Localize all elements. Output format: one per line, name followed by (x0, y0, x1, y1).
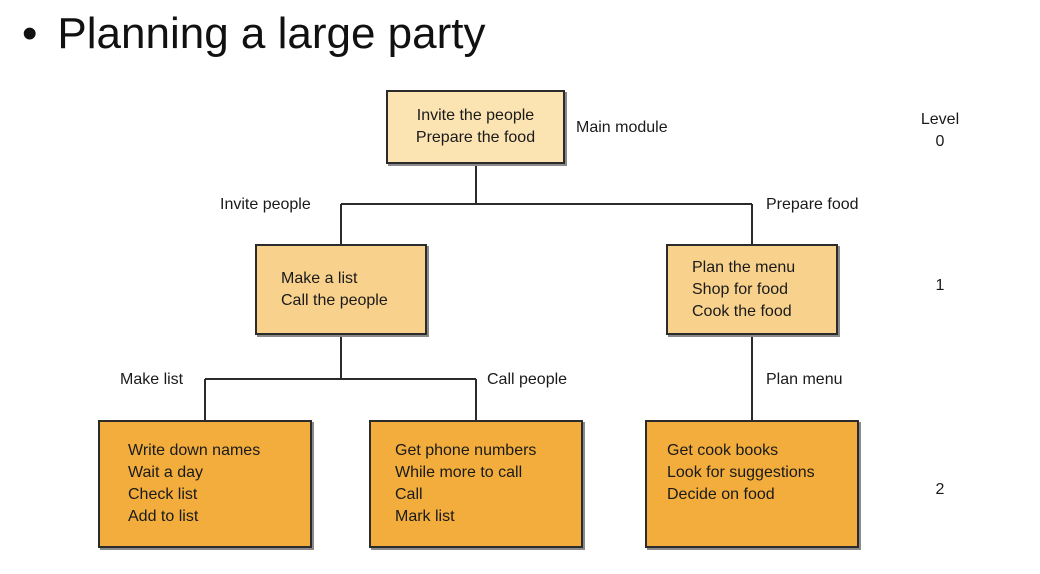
make-list-line: Wait a day (128, 464, 203, 481)
make-list-line: Add to list (128, 508, 199, 525)
make-list-box: Write down names Wait a day Check list A… (98, 420, 312, 548)
menu-line: Look for suggestions (667, 464, 815, 481)
branch-label-prepare-food: Prepare food (766, 196, 859, 213)
food-box-line: Shop for food (692, 280, 789, 298)
level-number: 0 (935, 133, 945, 150)
make-list-line: Write down names (128, 442, 261, 459)
prepare-food-box: Plan the menu Shop for food Cook the foo… (666, 244, 838, 335)
call-line: Get phone numbers (395, 442, 537, 459)
call-line: Mark list (395, 508, 455, 525)
level-number: 2 (935, 481, 945, 498)
main-module-label: Main module (576, 119, 668, 136)
call-line: Call (395, 486, 423, 503)
food-box-line: Plan the menu (692, 258, 796, 276)
branch-label-plan-menu: Plan menu (766, 371, 843, 388)
menu-line: Decide on food (667, 486, 775, 503)
level-header: Level (920, 111, 960, 128)
make-list-line: Check list (128, 486, 198, 503)
level-number: 1 (935, 277, 945, 294)
call-people-box: Get phone numbers While more to call Cal… (369, 420, 583, 548)
main-module-line: Invite the people (416, 107, 535, 124)
plan-menu-box: Get cook books Look for suggestions Deci… (645, 420, 859, 548)
bullet-icon: • (22, 9, 38, 58)
branch-label-invite-people: Invite people (220, 196, 311, 213)
invite-box-line: Make a list (281, 269, 358, 287)
main-module-line: Prepare the food (415, 129, 536, 146)
branch-label-make-list: Make list (120, 371, 184, 388)
call-line: While more to call (395, 464, 523, 481)
invite-people-box: Make a list Call the people (255, 244, 427, 335)
slide-title-text: Planning a large party (57, 9, 486, 58)
invite-box-line: Call the people (281, 291, 388, 309)
main-module-box: Invite the people Prepare the food (386, 90, 565, 164)
menu-line: Get cook books (667, 442, 779, 459)
branch-label-call-people: Call people (487, 371, 568, 388)
food-box-line: Cook the food (692, 302, 792, 320)
slide-title: • Planning a large party (22, 6, 485, 62)
